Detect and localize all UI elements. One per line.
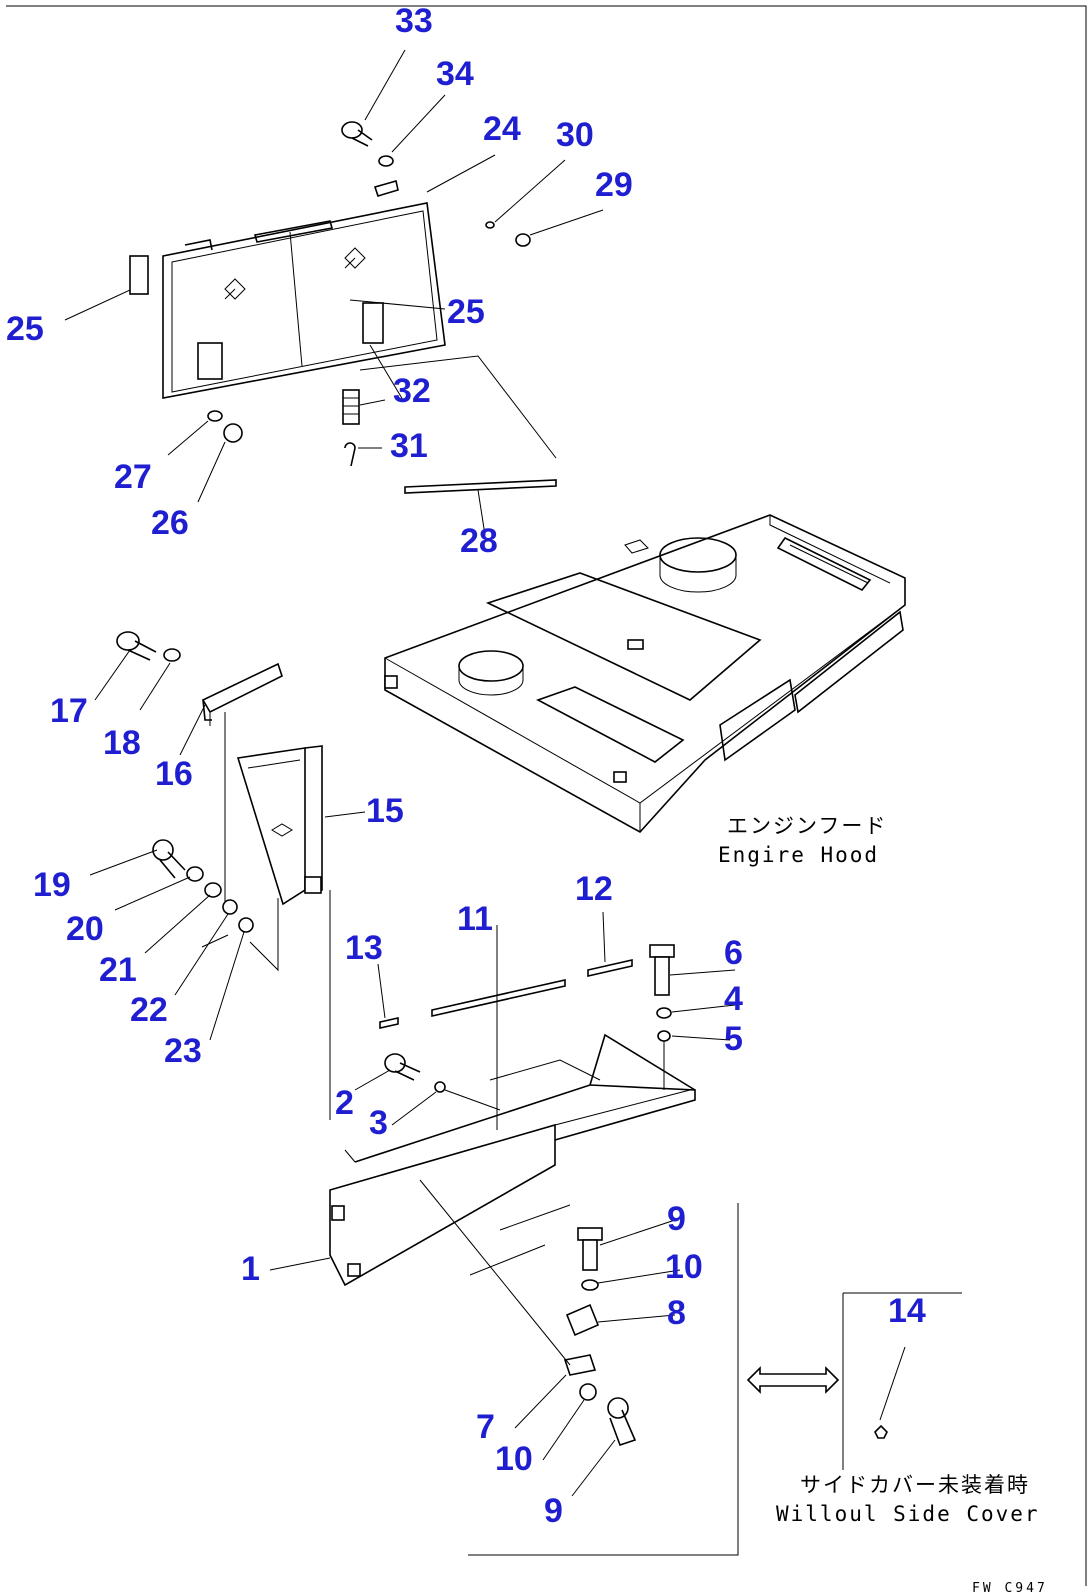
washer-18: [163, 648, 181, 662]
part-label-13: 13: [345, 929, 383, 967]
pin-30: [485, 221, 495, 229]
nut-21: [204, 882, 222, 898]
washer-22: [222, 899, 238, 915]
rods: [379, 958, 633, 1029]
washer-34: [378, 155, 394, 167]
rod-11: [431, 978, 566, 1018]
part-label-16: 16: [155, 755, 193, 793]
part-label-15: 15: [366, 792, 404, 830]
part-label-11: 11: [457, 900, 493, 938]
part-label-9-upper: 9: [667, 1200, 686, 1238]
engine-hood: [384, 514, 906, 834]
side-cover-label-en: Willoul Side Cover: [776, 1502, 1040, 1526]
part-label-31: 31: [390, 427, 428, 465]
part-label-10-lower: 10: [495, 1440, 533, 1478]
detail-bracket: [468, 1203, 739, 1556]
strip-12: [587, 958, 633, 978]
part-label-21: 21: [99, 951, 137, 989]
part-label-14: 14: [888, 1292, 926, 1330]
part-label-4: 4: [724, 980, 743, 1018]
hardware-19-23: [152, 839, 279, 972]
part-label-27: 27: [114, 458, 152, 496]
part-label-18: 18: [103, 724, 141, 762]
drawing-code: FW C947: [972, 1581, 1048, 1596]
part-label-6: 6: [724, 934, 743, 972]
part-label-34: 34: [436, 55, 474, 93]
part-label-33: 33: [395, 2, 433, 40]
engine-hood-label-en: Engire Hood: [718, 843, 879, 867]
part-14-clip: [874, 1424, 888, 1439]
clip-31: [344, 442, 356, 467]
leader-lines: [64, 49, 906, 1497]
bottom-panel-1: [329, 890, 696, 1287]
part-label-32: 32: [393, 372, 431, 410]
side-panel-15: [236, 745, 323, 906]
part-label-8: 8: [667, 1294, 686, 1332]
part-label-30: 30: [556, 116, 594, 154]
rod-28: [404, 479, 557, 494]
part-label-9-lower: 9: [544, 1492, 563, 1530]
washer-27: [207, 410, 223, 422]
part-label-23: 23: [164, 1032, 202, 1070]
part-label-3: 3: [369, 1104, 388, 1142]
part-label-29: 29: [595, 166, 633, 204]
engine-hood-label-jp: エンジンフード: [727, 814, 887, 838]
part-label-10-upper: 10: [665, 1248, 703, 1286]
part-label-22: 22: [130, 991, 168, 1029]
part-label-25-left: 25: [6, 310, 44, 348]
washer-23: [238, 917, 254, 933]
part-label-26: 26: [151, 504, 189, 542]
bolt-group-6-4-5: [649, 944, 675, 1090]
latch-24: [373, 179, 399, 197]
part-label-28: 28: [460, 522, 498, 560]
part-label-25-right: 25: [447, 293, 485, 331]
bolt-19: [152, 839, 174, 861]
drawing-frame: [6, 5, 1087, 1586]
bolt-32: [342, 389, 360, 425]
part-label-5: 5: [724, 1020, 743, 1058]
nut-26: [223, 423, 243, 443]
part-number-labels: 33 34 24 30 29 25 25 32 31 27 26 28 17 1…: [6, 2, 926, 1530]
side-cover-box: [842, 1292, 962, 1470]
part-label-2: 2: [335, 1084, 354, 1122]
double-arrow-icon: [746, 1366, 840, 1394]
top-hardware: [207, 121, 557, 494]
part-label-20: 20: [66, 910, 104, 948]
bolt-group-2-3: [384, 1053, 501, 1111]
part-label-17: 17: [50, 692, 88, 730]
side-cover-label-jp: サイドカバー未装着時: [800, 1473, 1030, 1497]
washer-29: [515, 233, 531, 247]
strip-13: [379, 1017, 399, 1029]
part-label-19: 19: [33, 866, 71, 904]
top-cover-panel: [129, 179, 446, 399]
washer-20: [186, 866, 204, 882]
hardware-7-10: [419, 1179, 637, 1447]
part-label-24: 24: [483, 110, 521, 148]
part-label-1: 1: [241, 1250, 260, 1288]
part-label-7: 7: [476, 1408, 495, 1446]
part-label-12: 12: [575, 870, 613, 908]
